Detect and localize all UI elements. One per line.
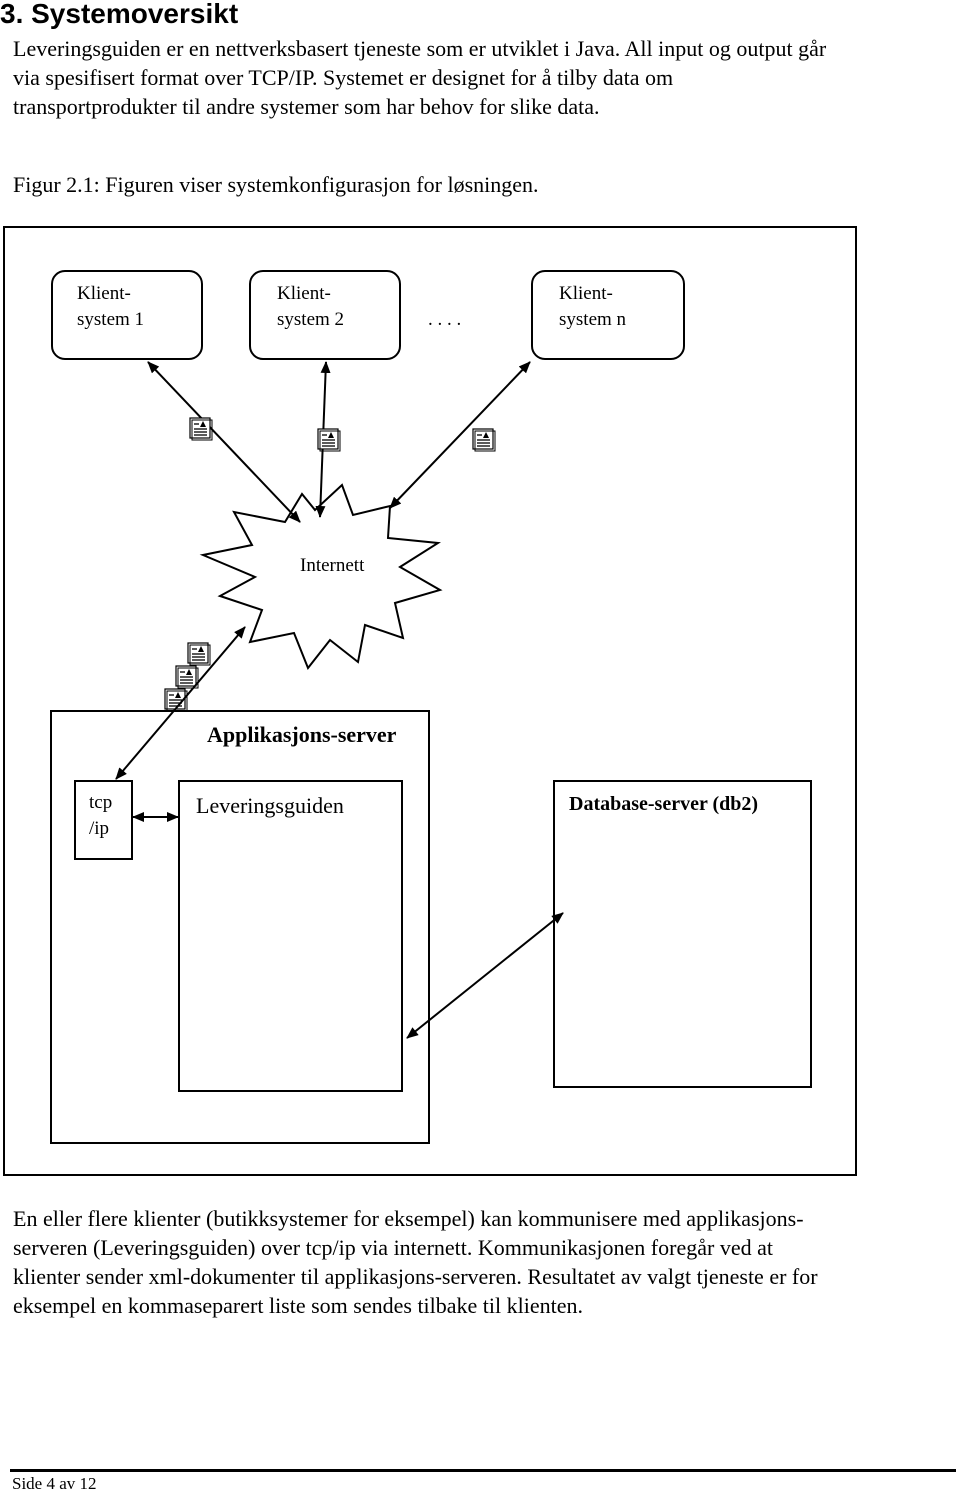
internet-cloud-shape xyxy=(199,483,443,670)
document-icon xyxy=(317,428,341,452)
internet-label: Internett xyxy=(300,555,365,576)
intro-line: transportprodukter til andre systemer so… xyxy=(13,94,600,119)
document-icon xyxy=(472,428,496,452)
client-system-1-box: Klient- system 1 xyxy=(51,270,203,360)
client-n-connection-arrow xyxy=(389,361,531,509)
application-server-label: Applikasjons-server xyxy=(207,722,397,747)
description-line: En eller flere klienter (butikksystemer … xyxy=(13,1206,804,1231)
figure-frame xyxy=(3,226,857,1176)
client-system-n-label: Klient- system n xyxy=(559,283,627,330)
leveringsguiden-to-database-arrow xyxy=(406,912,564,1039)
internet-to-tcp-arrow xyxy=(115,626,246,780)
leveringsguiden-box xyxy=(178,780,403,1092)
document-icon xyxy=(187,642,211,666)
tcp-label: tcp xyxy=(89,792,112,813)
intro-line: via spesifisert format over TCP/IP. Syst… xyxy=(13,65,674,90)
client-system-1-label: Klient- system 1 xyxy=(77,283,145,330)
tcp-ip-box xyxy=(74,780,133,860)
intro-line: Leveringsguiden er en nettverksbasert tj… xyxy=(13,36,827,61)
document-icon xyxy=(189,417,213,441)
leveringsguiden-label: Leveringsguiden xyxy=(196,793,344,818)
ip-label: /ip xyxy=(89,818,109,839)
intro-paragraph: Leveringsguiden er en nettverksbasert tj… xyxy=(13,34,953,121)
client-system-n-box: Klient- system n xyxy=(531,270,685,360)
client-1-connection-arrow xyxy=(147,361,301,523)
page-number: Side 4 av 12 xyxy=(12,1474,97,1493)
footer-divider xyxy=(10,1469,956,1472)
database-server-label: Database-server (db2) xyxy=(569,793,758,815)
figure-caption: Figur 2.1: Figuren viser systemkonfigura… xyxy=(13,172,539,197)
description-line: eksempel en kommaseparert liste som send… xyxy=(13,1293,584,1318)
document-icon xyxy=(175,665,199,689)
description-paragraph: En eller flere klienter (butikksystemer … xyxy=(13,1204,953,1320)
client-system-2-box: Klient- system 2 xyxy=(249,270,401,360)
client-ellipsis: . . . . xyxy=(428,309,461,330)
description-line: serveren (Leveringsguiden) over tcp/ip v… xyxy=(13,1235,773,1260)
client-system-2-label: Klient- system 2 xyxy=(277,283,345,330)
database-server-box xyxy=(553,780,812,1088)
section-heading: 3. Systemoversikt xyxy=(0,0,239,29)
description-line: klienter sender xml-dokumenter til appli… xyxy=(13,1264,818,1289)
